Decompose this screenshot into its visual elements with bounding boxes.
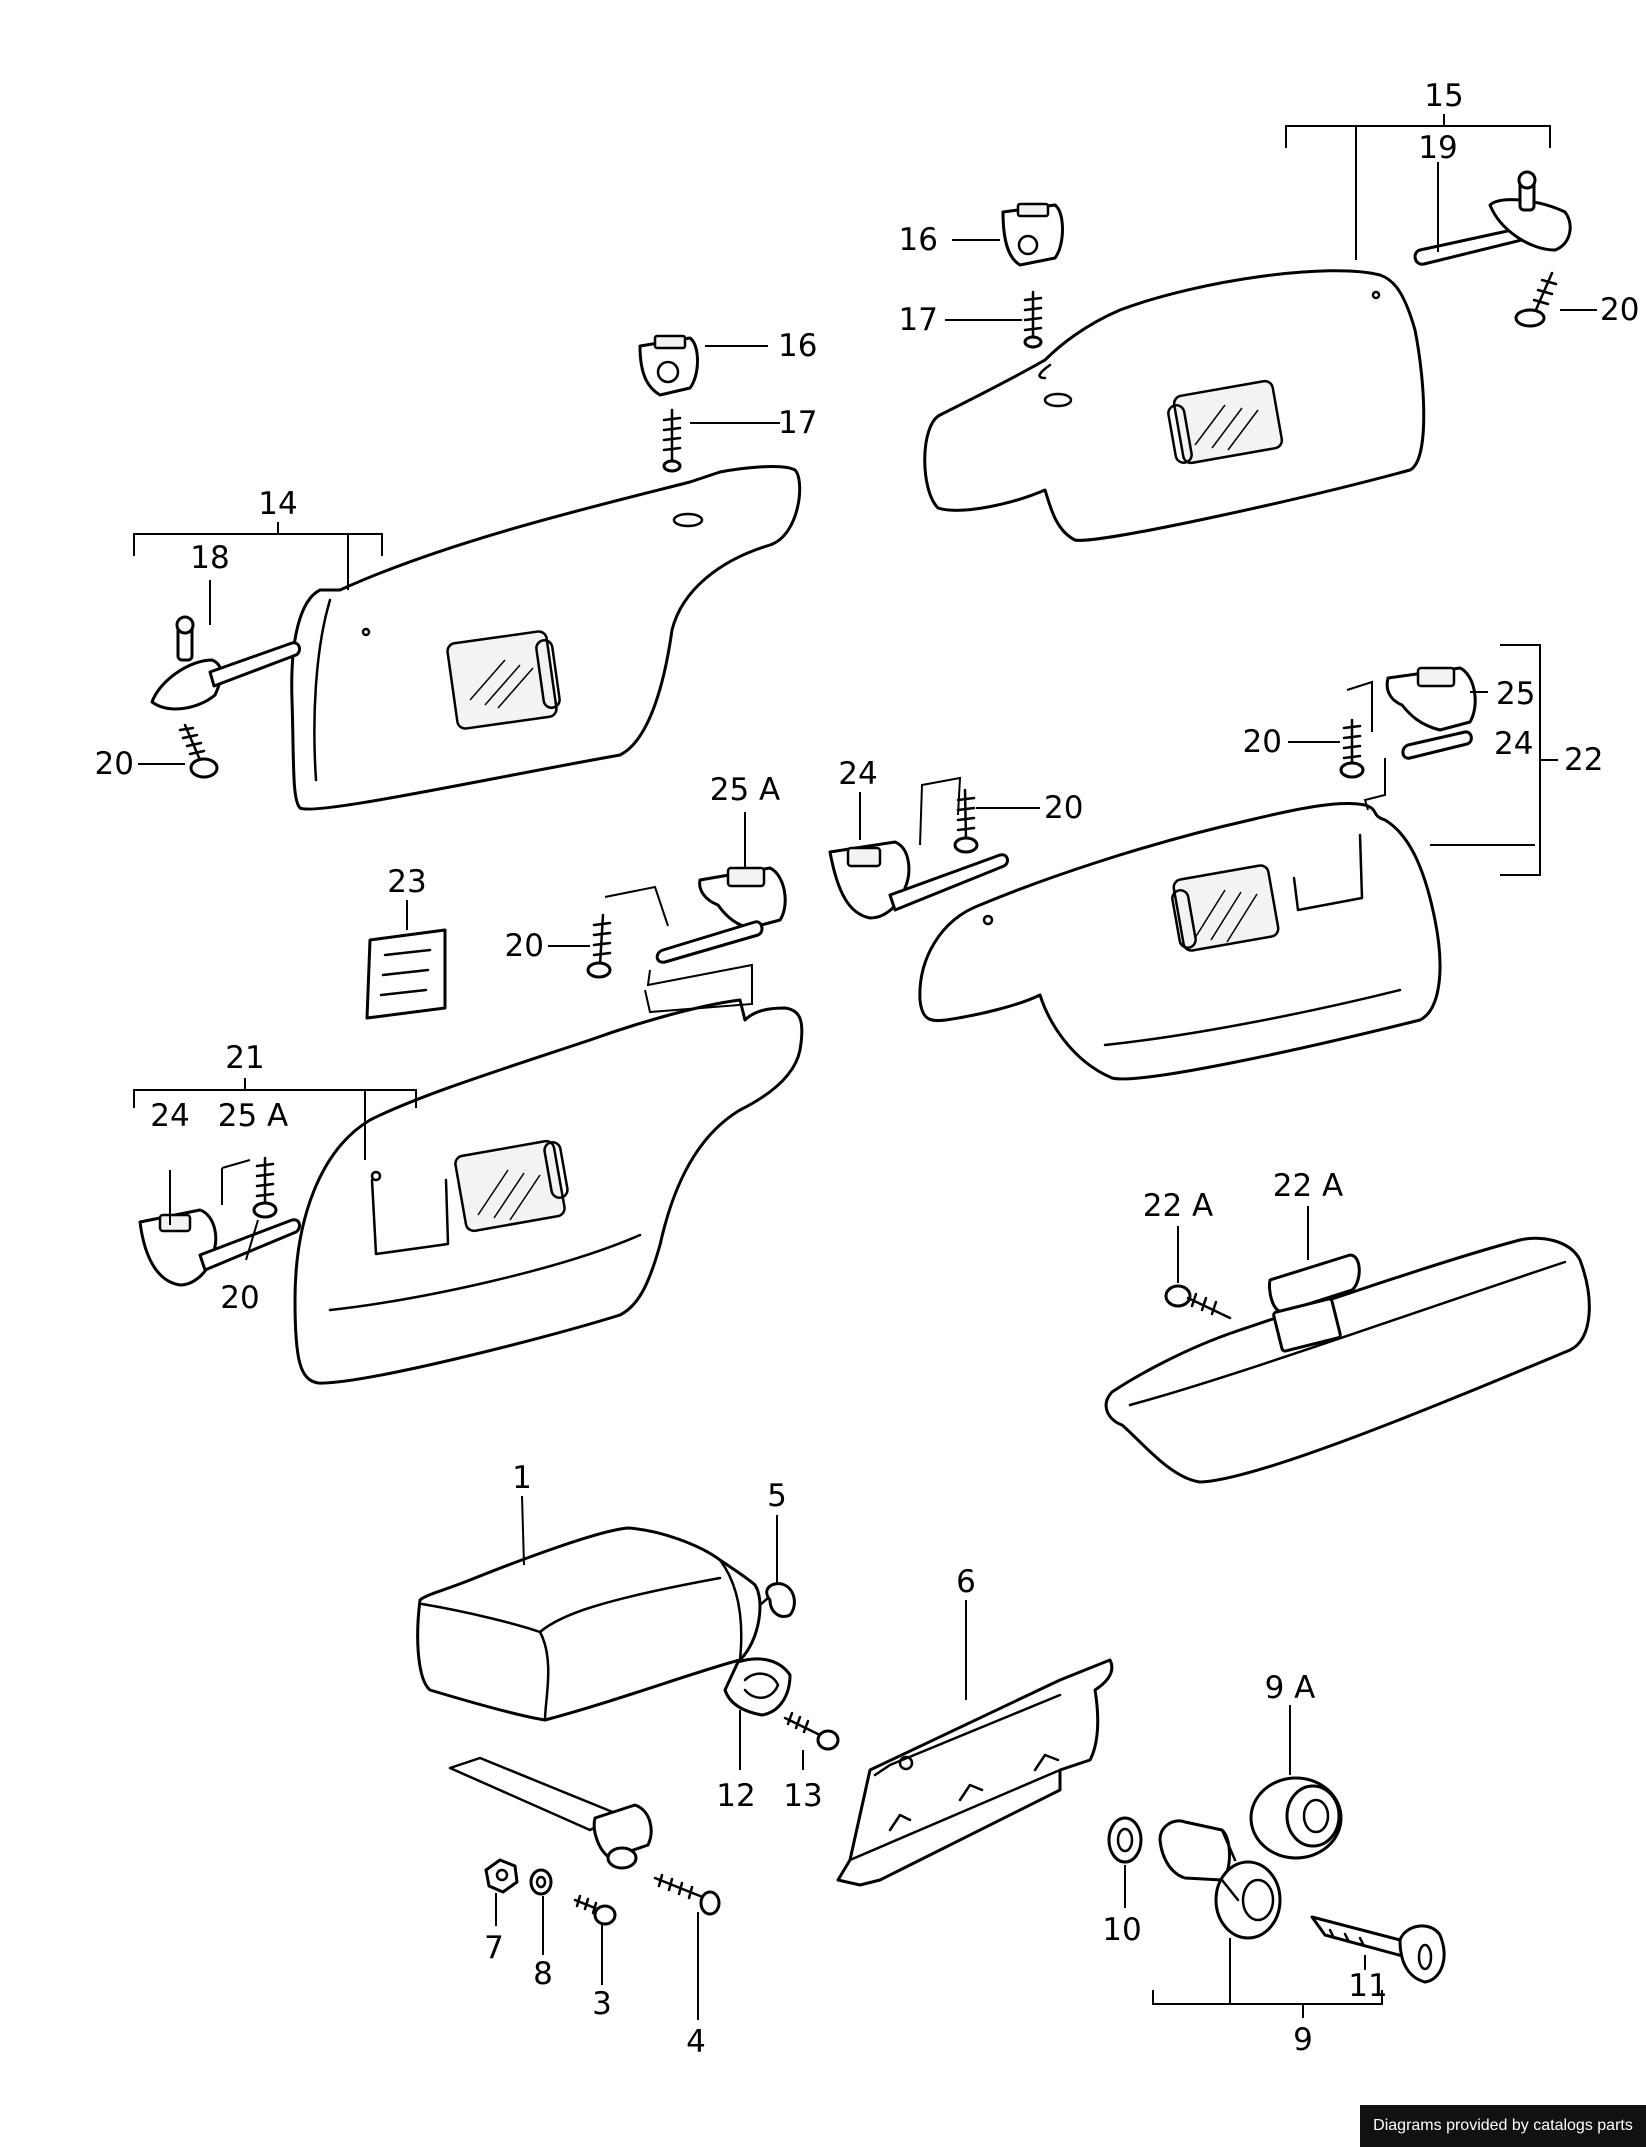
screw-3: [573, 1894, 617, 1926]
label-4: 4: [686, 2024, 706, 2060]
label-16-right: 16: [899, 222, 938, 258]
screw-20-left: [178, 723, 219, 779]
label-15: 15: [1424, 78, 1463, 114]
lock-cap-9a: [1249, 1776, 1343, 1860]
label-8: 8: [533, 1956, 553, 1992]
label-20-right: 20: [1243, 724, 1282, 760]
screw-17-right: [1023, 290, 1043, 349]
screw-20-lower-left: [252, 1156, 278, 1219]
lock-cylinder: [1158, 1819, 1282, 1940]
label-9: 9: [1293, 2022, 1313, 2058]
label-11: 11: [1348, 1968, 1387, 2004]
label-9a: 9 A: [1265, 1670, 1316, 1706]
bracket-25-right: [1346, 666, 1477, 811]
label-20-top-right: 20: [1600, 292, 1639, 328]
rivet-5: [758, 1582, 796, 1618]
screw-20-middle: [586, 913, 612, 979]
label-20-middle: 20: [505, 928, 544, 964]
label-17-left: 17: [778, 405, 817, 441]
grab-handle-22a: [1104, 1236, 1591, 1484]
label-20-center: 20: [1044, 790, 1083, 826]
label-plate-23: [365, 928, 447, 1020]
label-25a-upper: 25 A: [710, 772, 781, 808]
screw-20-center: [953, 788, 979, 854]
label-10: 10: [1102, 1912, 1141, 1948]
leader-lines: [133, 114, 1597, 2020]
sun-visor-21: [293, 998, 804, 1385]
visor-clip-16-right: [1001, 202, 1064, 267]
sun-visor-14: [290, 465, 802, 811]
screw-20-right: [1339, 718, 1365, 779]
label-23: 23: [387, 864, 426, 900]
label-7: 7: [484, 1930, 504, 1966]
label-22: 22: [1564, 742, 1603, 778]
glove-box-lid-6: [836, 1658, 1114, 1887]
credit-banner: Diagrams provided by catalogs parts: [1360, 2105, 1646, 2147]
label-24-right: 24: [1494, 726, 1533, 762]
label-21: 21: [225, 1040, 264, 1076]
label-20-left: 20: [95, 746, 134, 782]
label-14: 14: [258, 486, 297, 522]
label-19: 19: [1418, 130, 1457, 166]
latch-12: [723, 1657, 792, 1717]
visor-bracket-18: [150, 615, 301, 711]
sun-visor-22: [918, 802, 1442, 1081]
callout-labels: 15 19 20 16 17 16 17 14 18 20 25 24 22 2…: [95, 78, 1640, 2060]
screw-22a: [1164, 1284, 1232, 1320]
visor-bracket-19: [1413, 170, 1572, 266]
bracket-24-middle: [828, 776, 1009, 920]
screw-17-left: [662, 408, 682, 473]
visor-clip-16-left: [638, 334, 699, 397]
label-24-left: 24: [150, 1098, 189, 1134]
label-20-lower-left: 20: [220, 1280, 259, 1316]
screw-20-top-right: [1514, 271, 1558, 328]
label-25a-lower: 25 A: [218, 1098, 289, 1134]
label-17-right: 17: [899, 302, 938, 338]
washer-8: [529, 1868, 553, 1896]
screw-13: [783, 1711, 840, 1751]
label-24-middle: 24: [838, 756, 877, 792]
label-6: 6: [956, 1564, 976, 1600]
hinge-strap: [448, 1756, 653, 1870]
sun-visor-15: [923, 269, 1426, 542]
bracket-24-left: [138, 1159, 301, 1287]
label-1: 1: [512, 1460, 532, 1496]
label-25: 25: [1496, 676, 1535, 712]
glove-box-1: [416, 1526, 762, 1722]
bracket-25a-upper: [604, 866, 787, 1014]
key-11: [1310, 1915, 1446, 1984]
nut-7: [484, 1858, 519, 1894]
screw-4: [653, 1873, 721, 1916]
label-16-left: 16: [778, 328, 817, 364]
label-22a-screw: 22 A: [1143, 1188, 1214, 1224]
label-18: 18: [190, 540, 229, 576]
washer-10: [1107, 1816, 1143, 1864]
label-12: 12: [716, 1778, 755, 1814]
label-22a-handle: 22 A: [1273, 1168, 1344, 1204]
label-3: 3: [592, 1986, 612, 2022]
label-13: 13: [783, 1778, 822, 1814]
label-5: 5: [767, 1478, 787, 1514]
